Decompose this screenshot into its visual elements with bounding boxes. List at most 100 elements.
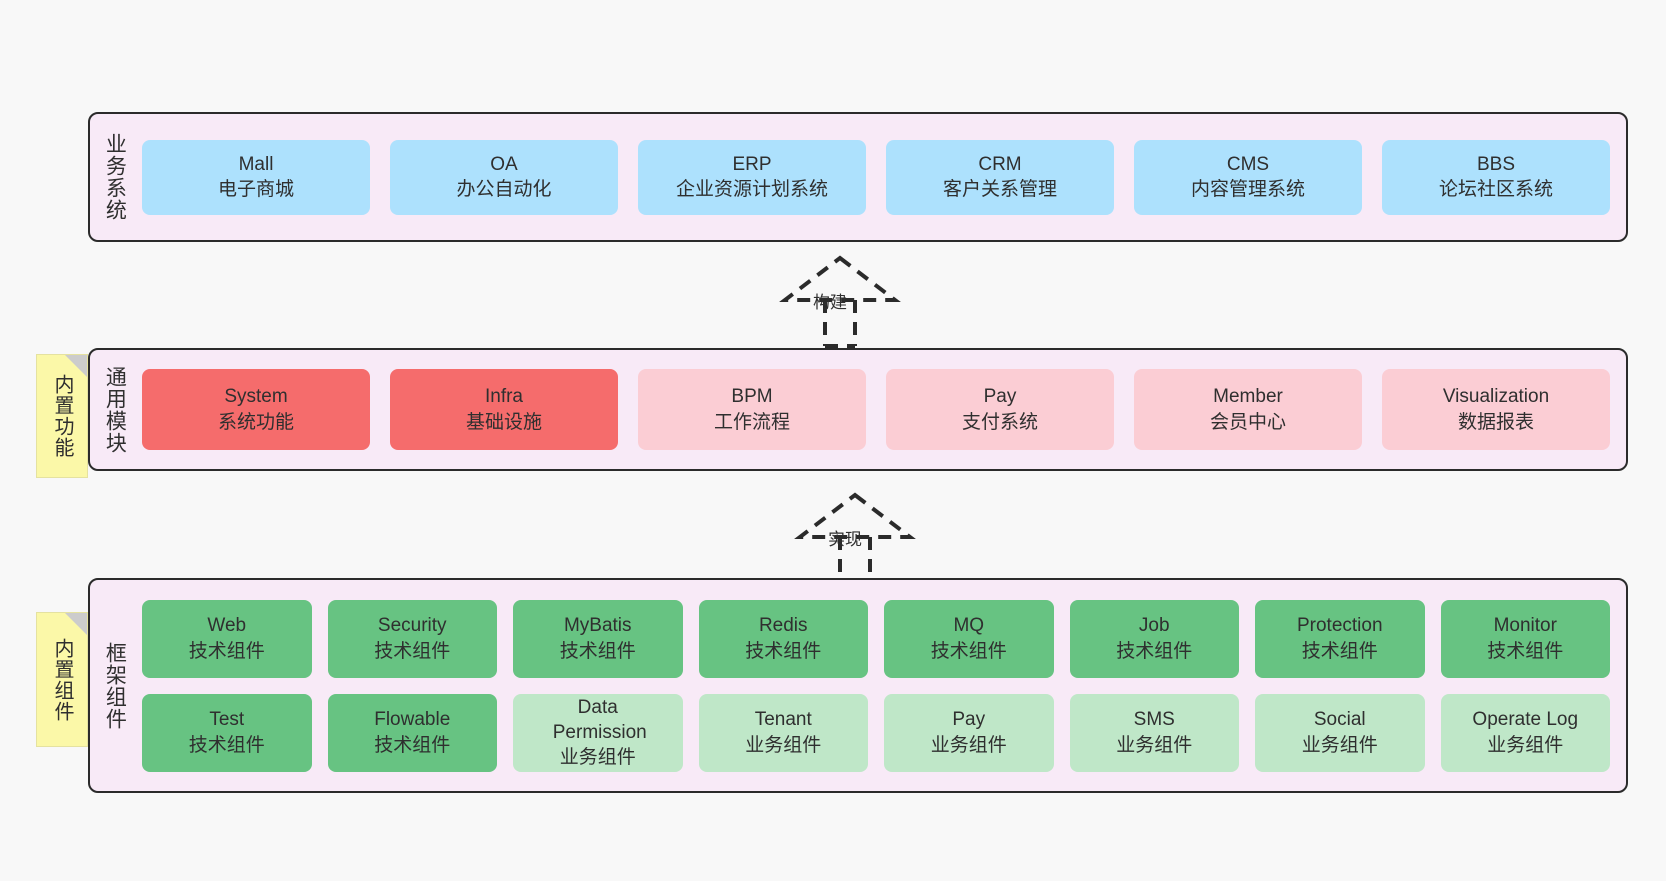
card-protection[interactable]: Protection 技术组件 <box>1255 599 1425 678</box>
section-business-systems: 业务系统 Mall 电子商城 OA 办公自动化 ERP 企业资源计划系统 CRM… <box>88 112 1628 242</box>
card-title: Operate Log <box>1472 709 1579 731</box>
card-social[interactable]: Social 业务组件 <box>1255 693 1425 772</box>
connector-build-icon <box>779 255 901 348</box>
card-title: Redis <box>758 615 808 637</box>
note-fold-icon <box>65 355 87 377</box>
card-mq[interactable]: MQ 技术组件 <box>884 599 1054 678</box>
card-subtitle: 工作流程 <box>713 411 790 433</box>
connector-build-label: 构建 <box>813 293 847 312</box>
card-subtitle: 技术组件 <box>188 734 265 756</box>
card-title: Job <box>1138 615 1170 637</box>
card-title: CRM <box>978 153 1022 175</box>
card-subtitle: 业务组件 <box>1301 734 1378 756</box>
card-row: Mall 电子商城 OA 办公自动化 ERP 企业资源计划系统 CRM 客户关系… <box>142 139 1610 215</box>
note-fold-icon <box>65 613 87 635</box>
card-pay[interactable]: Pay 支付系统 <box>886 369 1114 450</box>
card-subtitle: 技术组件 <box>559 640 636 662</box>
card-sms[interactable]: SMS 业务组件 <box>1069 693 1239 772</box>
card-web[interactable]: Web 技术组件 <box>142 599 312 678</box>
card-test[interactable]: Test 技术组件 <box>142 693 312 772</box>
card-bpm[interactable]: BPM 工作流程 <box>638 369 866 450</box>
card-subtitle: 技术组件 <box>188 640 265 662</box>
card-title: Member <box>1213 386 1283 408</box>
card-system[interactable]: System 系统功能 <box>142 369 370 450</box>
card-title: MQ <box>953 615 985 637</box>
card-monitor[interactable]: Monitor 技术组件 <box>1440 599 1610 678</box>
card-subtitle: 内容管理系统 <box>1190 179 1305 200</box>
section-common-modules: 通用模块 System 系统功能 Infra 基础设施 BPM 工作流程 Pay… <box>88 348 1628 471</box>
card-erp[interactable]: ERP 企业资源计划系统 <box>638 139 866 215</box>
card-title: Data Permission <box>552 696 647 743</box>
card-subtitle: 办公自动化 <box>456 179 552 200</box>
card-subtitle: 企业资源计划系统 <box>675 179 828 200</box>
card-pay-business[interactable]: Pay 业务组件 <box>884 693 1054 772</box>
card-subtitle: 业务组件 <box>1487 734 1564 756</box>
card-subtitle: 业务组件 <box>745 734 822 756</box>
card-subtitle: 技术组件 <box>1116 640 1193 662</box>
card-subtitle: 客户关系管理 <box>942 179 1057 200</box>
card-member[interactable]: Member 会员中心 <box>1134 369 1362 450</box>
card-subtitle: 业务组件 <box>930 734 1007 756</box>
card-subtitle: 业务组件 <box>1116 734 1193 756</box>
card-title: Test <box>209 709 245 731</box>
card-title: BBS <box>1476 153 1516 175</box>
card-mybatis[interactable]: MyBatis 技术组件 <box>513 599 683 678</box>
card-title: Flowable <box>374 709 451 731</box>
card-crm[interactable]: CRM 客户关系管理 <box>886 139 1114 215</box>
connector-build: 构建 <box>745 250 935 350</box>
card-title: BPM <box>731 386 773 408</box>
section-body-business-systems: Mall 电子商城 OA 办公自动化 ERP 企业资源计划系统 CRM 客户关系… <box>138 114 1626 240</box>
section-body-common-modules: System 系统功能 Infra 基础设施 BPM 工作流程 Pay 支付系统… <box>138 350 1626 469</box>
card-data-permission[interactable]: Data Permission 业务组件 <box>513 693 683 772</box>
card-mall[interactable]: Mall 电子商城 <box>142 139 370 215</box>
card-subtitle: 业务组件 <box>559 747 636 769</box>
card-subtitle: 技术组件 <box>745 640 822 662</box>
card-title: Infra <box>484 386 524 408</box>
card-cms[interactable]: CMS 内容管理系统 <box>1134 139 1362 215</box>
card-subtitle: 基础设施 <box>465 411 542 433</box>
card-row: System 系统功能 Infra 基础设施 BPM 工作流程 Pay 支付系统… <box>142 369 1610 450</box>
card-subtitle: 电子商城 <box>217 179 294 200</box>
section-title-common-modules: 通用模块 <box>103 365 127 454</box>
section-framework-components: 框架组件 Web 技术组件 Security 技术组件 MyBatis 技术组件… <box>88 578 1628 793</box>
card-subtitle: 数据报表 <box>1457 411 1534 433</box>
section-title-business-systems: 业务系统 <box>103 133 127 221</box>
note-label: 内置功能 <box>51 374 73 458</box>
card-row: Test 技术组件 Flowable 技术组件 Data Permission … <box>142 693 1610 772</box>
card-title: Web <box>207 615 247 637</box>
card-security[interactable]: Security 技术组件 <box>327 599 497 678</box>
card-redis[interactable]: Redis 技术组件 <box>698 599 868 678</box>
card-subtitle: 技术组件 <box>374 734 451 756</box>
card-title: Pay <box>983 386 1017 408</box>
card-title: Social <box>1313 709 1366 731</box>
card-title: Tenant <box>754 709 812 731</box>
card-title: Protection <box>1296 615 1383 637</box>
card-bbs[interactable]: BBS 论坛社区系统 <box>1382 139 1610 215</box>
note-label: 内置组件 <box>51 637 73 722</box>
card-title: ERP <box>732 153 772 175</box>
card-title: CMS <box>1226 153 1270 175</box>
card-title: Security <box>377 615 447 637</box>
card-job[interactable]: Job 技术组件 <box>1069 599 1239 678</box>
card-tenant[interactable]: Tenant 业务组件 <box>698 693 868 772</box>
card-title: Mall <box>238 153 274 175</box>
card-flowable[interactable]: Flowable 技术组件 <box>327 693 497 772</box>
connector-implement: 实现 <box>760 487 950 587</box>
card-operate-log[interactable]: Operate Log 业务组件 <box>1440 693 1610 772</box>
card-title: Visualization <box>1442 386 1550 408</box>
note-builtin-components: 内置组件 <box>36 612 88 747</box>
card-subtitle: 技术组件 <box>374 640 451 662</box>
card-subtitle: 论坛社区系统 <box>1438 179 1553 200</box>
card-title: Pay <box>952 709 986 731</box>
card-title: OA <box>490 153 518 175</box>
card-title: System <box>224 386 288 408</box>
card-visualization[interactable]: Visualization 数据报表 <box>1382 369 1610 450</box>
card-subtitle: 技术组件 <box>1301 640 1378 662</box>
card-title: SMS <box>1133 709 1175 731</box>
note-builtin-features: 内置功能 <box>36 354 88 478</box>
card-subtitle: 技术组件 <box>1487 640 1564 662</box>
card-infra[interactable]: Infra 基础设施 <box>390 369 618 450</box>
card-oa[interactable]: OA 办公自动化 <box>390 139 618 215</box>
card-subtitle: 技术组件 <box>930 640 1007 662</box>
